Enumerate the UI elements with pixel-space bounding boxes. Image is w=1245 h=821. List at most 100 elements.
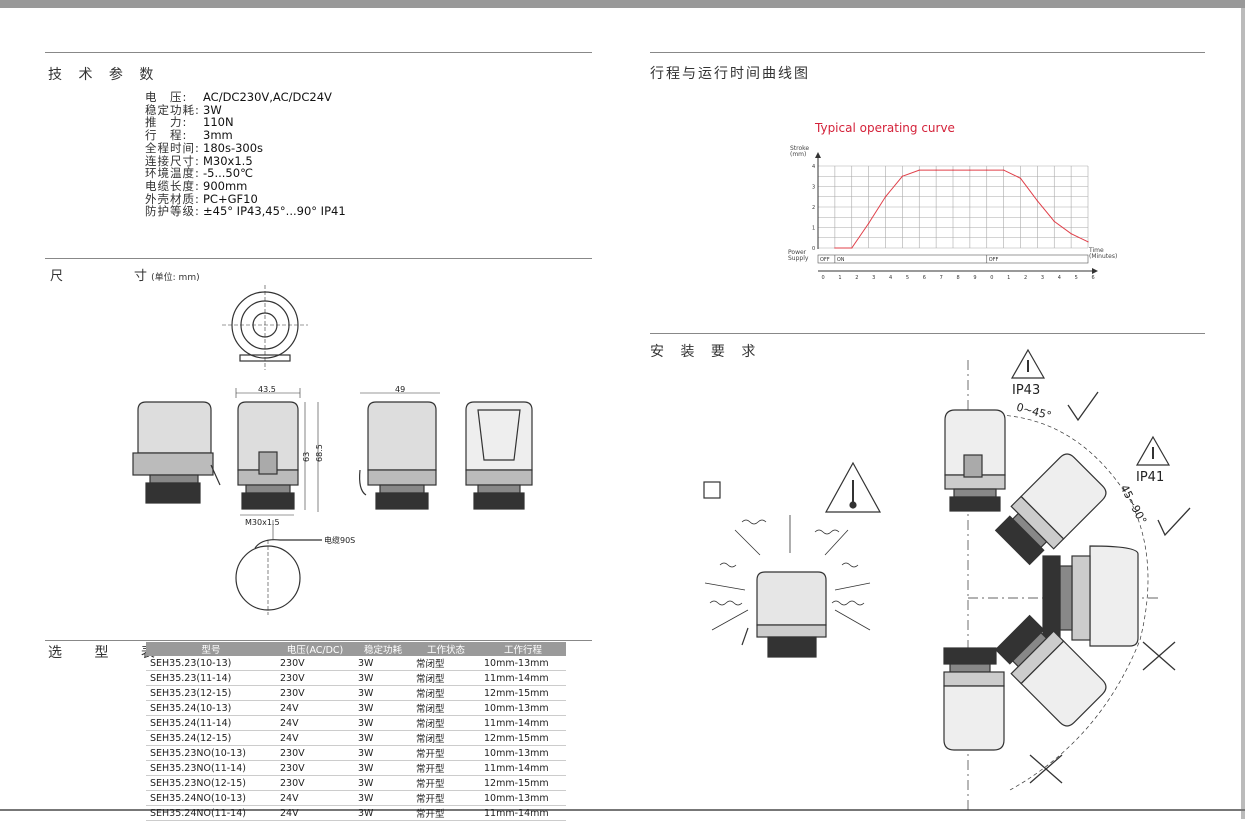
power-state-label: OFF [820,257,830,263]
series-point [851,247,853,249]
right-scrollbar[interactable] [1241,8,1245,819]
tech-params-title: 技 术 参 数 [48,67,160,83]
dimensions-unit: (单位: mm) [151,273,200,283]
x-tick-label: 4 [889,275,892,281]
cross-icon [1029,754,1063,784]
table-cell: 3W [354,656,412,671]
chart-title: Typical operating curve [815,121,955,135]
table-cell: SEH35.23(12-15) [146,685,276,701]
y-tick-label: 1 [812,226,815,232]
table-cell: SEH35.23NO(12-15) [146,775,276,791]
chart-x-label: Time (Minutes) [1089,247,1118,260]
dim-height-1: 63 [302,452,311,462]
table-cell: 24V [276,730,354,746]
chart-power-label: Power Supply [788,249,809,262]
y-axis-arrow [815,152,821,158]
x-tick-label: 6 [1092,275,1095,281]
x-tick-label: 9 [973,275,976,281]
table-cell: SEH35.24(12-15) [146,730,276,746]
x-tick-label: 2 [1024,275,1027,281]
check-icon [1067,391,1099,422]
x-tick-label: 1 [1007,275,1010,281]
table-cell: 常开型 [412,745,480,761]
install-title: 安 装 要 求 [650,344,762,360]
top-border [0,0,1245,8]
spec-row: 电 压: AC/DC230V,AC/DC24V [145,91,346,104]
table-cell: 常闭型 [412,715,480,731]
table-cell: 常闭型 [412,700,480,716]
x-tick-label: 3 [872,275,875,281]
bottom-view [235,539,322,615]
spec-key: 电 压: [145,90,188,104]
spec-value: AC/DC230V,AC/DC24V [203,90,332,104]
table-cell: 3W [354,715,412,731]
table-cell: 常闭型 [412,656,480,671]
spec-key: 推 力: [145,115,188,130]
y-tick-label: 0 [812,246,815,252]
table-cell: 10mm-13mm [480,656,566,671]
dimensions-unit-wrap: 寸 (单位: mm) [134,265,200,284]
series-point [1003,169,1005,171]
dimensions-title: 尺 寸 (单位: mm) [50,265,200,284]
table-cell: 11mm-14mm [480,760,566,776]
spec-row: 防护等级:±45° IP43,45°...90° IP41 [145,205,346,218]
spec-value: 3mm [203,128,233,143]
x-tick-label: 5 [906,275,909,281]
actuator-inverted [943,647,1005,751]
x-tick-label: 5 [1075,275,1078,281]
spec-row: 全程时间:180s-300s [145,142,346,155]
table-header-cell: 稳定功耗 [354,642,412,656]
series-point [1070,233,1072,235]
spec-value: -5...50℃ [203,166,253,181]
spec-key: 连接尺寸: [145,153,200,168]
table-cell: 3W [354,730,412,746]
table-cell: 12mm-15mm [480,685,566,701]
table-cell: 3W [354,745,412,761]
table-cell: SEH35.24(11-14) [146,715,276,731]
spec-key: 全程时间: [145,140,200,155]
dim-cable: 电缆90S [324,535,355,545]
series-point [834,247,836,249]
table-cell: 24V [276,700,354,716]
chart-y-label: Stroke (mm) [790,145,810,158]
table-header-row: 型号电压(AC/DC)稳定功耗工作状态工作行程 [146,642,566,656]
y-tick-label: 4 [812,164,815,170]
y-tick-label: 3 [812,185,815,191]
spec-row: 电缆长度:900mm [145,180,346,193]
cross-icon [1142,641,1176,671]
divider [650,333,1205,334]
table-cell: 3W [354,700,412,716]
table-cell: 常闭型 [412,670,480,686]
table-cell: 230V [276,670,354,686]
spec-row: 稳定功耗:3W [145,103,346,117]
ip41-label: IP41 [1136,470,1165,485]
dim-thread: M30x1.5 [245,518,280,527]
side-view-left [132,401,221,504]
table-cell: 12mm-15mm [480,775,566,791]
x-tick-label: 0 [990,275,993,281]
spec-row: 行 程:3mm [145,129,346,142]
series-point [986,169,988,171]
spec-row: 环境温度:-5...50℃ [145,167,346,180]
power-state-label: ON [837,257,845,263]
selection-title: 选 型 表 [48,645,169,661]
table-header-cell: 工作行程 [480,642,566,656]
dim-width-side: 49 [395,385,405,394]
table-cell: 230V [276,760,354,776]
table-cell: 3W [354,775,412,791]
actuator-45-degree [994,453,1107,566]
spec-row: 连接尺寸:M30x1.5 [145,153,346,168]
bottom-border [0,809,1245,811]
table-cell: 12mm-15mm [480,730,566,746]
table-cell: 230V [276,656,354,671]
spec-value: PC+GF10 [203,191,258,206]
curve-section-title: 行程与运行时间曲线图 [650,66,810,82]
spec-value: 110N [203,115,234,130]
series-point [969,169,971,171]
